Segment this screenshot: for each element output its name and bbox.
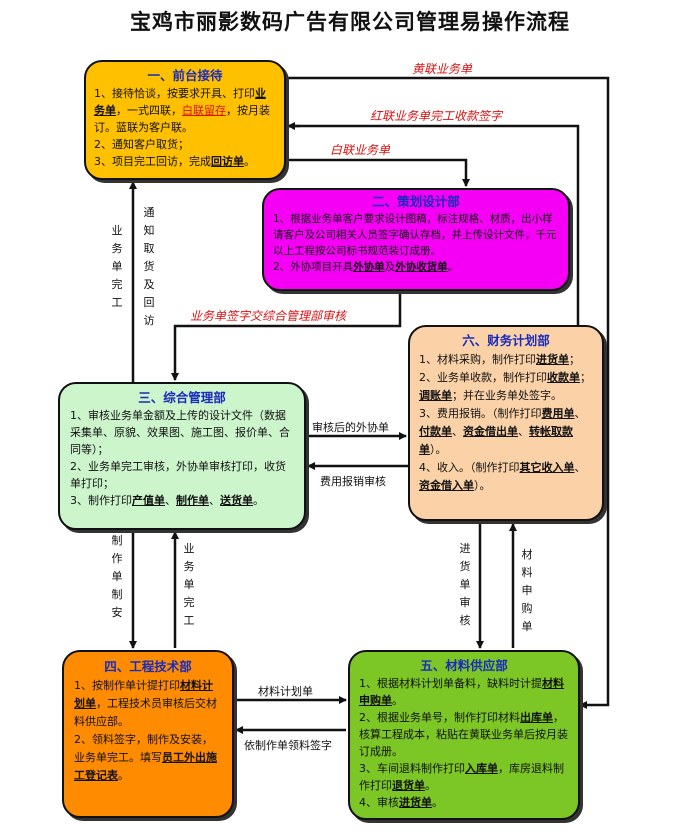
box-title: 二、策划设计部 bbox=[372, 194, 460, 209]
vlabel-done-2: 业务单完工 bbox=[183, 542, 195, 627]
page-title: 宝鸡市丽影数码广告有限公司管理易操作流程 bbox=[130, 10, 570, 34]
box-front-desk: 一、前台接待 1、接待恰谈，按要求开具、打印业务单，一式四联，白联留存，按月装订… bbox=[84, 60, 286, 180]
admin-line-2: 2、业务单完工审核，外协单审核打印，收货单打印； bbox=[70, 460, 286, 490]
arrow-yellow-copy bbox=[286, 76, 610, 709]
box-title: 五、材料供应部 bbox=[420, 658, 508, 673]
eng-line-1: 1、按制作单计提打印材料计划单，工程技术员审核后交材料供应部。 bbox=[74, 679, 217, 728]
admin-line-3: 3、制作打印产值单、制作单、送货单。 bbox=[70, 494, 264, 507]
arrow-red-copy bbox=[286, 124, 580, 325]
supply-line-3: 3、车间退料制作打印入库单，库房退料制作打印退货单。 bbox=[359, 762, 564, 792]
admin-line-1: 1、审核业务单金额及上传的设计文件（数据采集单、原貌、效果图、施工图、报价单、合… bbox=[70, 409, 290, 456]
label-expense-audit: 费用报销审核 bbox=[320, 475, 386, 488]
label-white-copy: 白联业务单 bbox=[330, 143, 391, 157]
arrow-white-copy bbox=[286, 158, 470, 187]
box-engineering: 四、工程技术部 1、按制作单计提打印材料计划单，工程技术员审核后交材料供应部。 … bbox=[62, 650, 234, 818]
eng-line-2: 2、领料签字，制作及安装，业务单完工。填写员工外出施工登记表。 bbox=[74, 733, 217, 782]
front-line-2: 2、通知客户取货； bbox=[94, 138, 189, 151]
box-title: 一、前台接待 bbox=[147, 68, 223, 83]
design-line-1: 1、根据业务单客户要求设计图稿，标注规格、材质，出小样请客户及公司相关人员签字确… bbox=[273, 213, 557, 257]
front-line-1: 1、接待恰谈，按要求开具、打印业务单，一式四联，白联留存，按月装订。蓝联为客户联… bbox=[94, 87, 270, 134]
box-title: 四、工程技术部 bbox=[104, 659, 192, 674]
vlabel-done-1: 业务单完工 bbox=[111, 224, 123, 309]
vlabel-notify: 通知取货及回访 bbox=[143, 206, 155, 327]
label-sign-audit: 业务单签字交综合管理部审核 bbox=[190, 309, 347, 323]
supply-line-2: 2、根据业务单号，制作打印材料出库单，核算工程成本，粘贴在黄联业务单后按月装订成… bbox=[359, 711, 568, 758]
finance-line-2: 2、业务单收款，制作打印收款单；调账单；并在业务单处签字。 bbox=[419, 371, 591, 402]
supply-line-1: 1、根据材料计划单备料，缺料时计提材料申购单。 bbox=[359, 677, 564, 707]
design-line-2: 2、外协项目开具外协单及外协收货单。 bbox=[273, 261, 459, 273]
label-material-plan: 材料计划单 bbox=[258, 685, 313, 698]
front-line-3: 3、项目完工回访，完成回访单。 bbox=[94, 155, 255, 168]
arrow-design-to-admin bbox=[171, 290, 402, 381]
supply-line-4: 4、审核进货单。 bbox=[359, 796, 443, 809]
vlabel-purchase-audit: 进货单审核 bbox=[459, 542, 471, 627]
label-audit-outsource: 审核后的外协单 bbox=[312, 421, 389, 434]
finance-line-1: 1、材料采购，制作打印进货单； bbox=[419, 353, 580, 366]
finance-line-4: 4、收入。（制作打印其它收入单、资金借入单）。 bbox=[419, 461, 586, 492]
label-requisition: 依制作单领料签字 bbox=[244, 739, 332, 752]
finance-line-3: 3、费用报销。（制作打印费用单、付款单、资金借出单、转帐取款单）。 bbox=[419, 407, 586, 456]
vlabel-make: 制作单制安 bbox=[111, 534, 123, 619]
box-supply: 五、材料供应部 1、根据材料计划单备料，缺料时计提材料申购单。 2、根据业务单号… bbox=[348, 650, 580, 820]
label-red-copy: 红联业务单完工收款签字 bbox=[370, 109, 503, 123]
box-finance: 六、财务计划部 1、材料采购，制作打印进货单； 2、业务单收款，制作打印收款单；… bbox=[408, 325, 604, 521]
box-title: 三、综合管理部 bbox=[138, 390, 226, 405]
box-design: 二、策划设计部 1、根据业务单客户要求设计图稿，标注规格、材质，出小样请客户及公… bbox=[262, 188, 570, 291]
label-yellow-copy: 黄联业务单 bbox=[412, 62, 473, 76]
vlabel-purchase-req: 材料申购单 bbox=[521, 548, 533, 633]
box-admin: 三、综合管理部 1、审核业务单金额及上传的设计文件（数据采集单、原貌、效果图、施… bbox=[58, 382, 306, 530]
box-title: 六、财务计划部 bbox=[462, 333, 550, 348]
